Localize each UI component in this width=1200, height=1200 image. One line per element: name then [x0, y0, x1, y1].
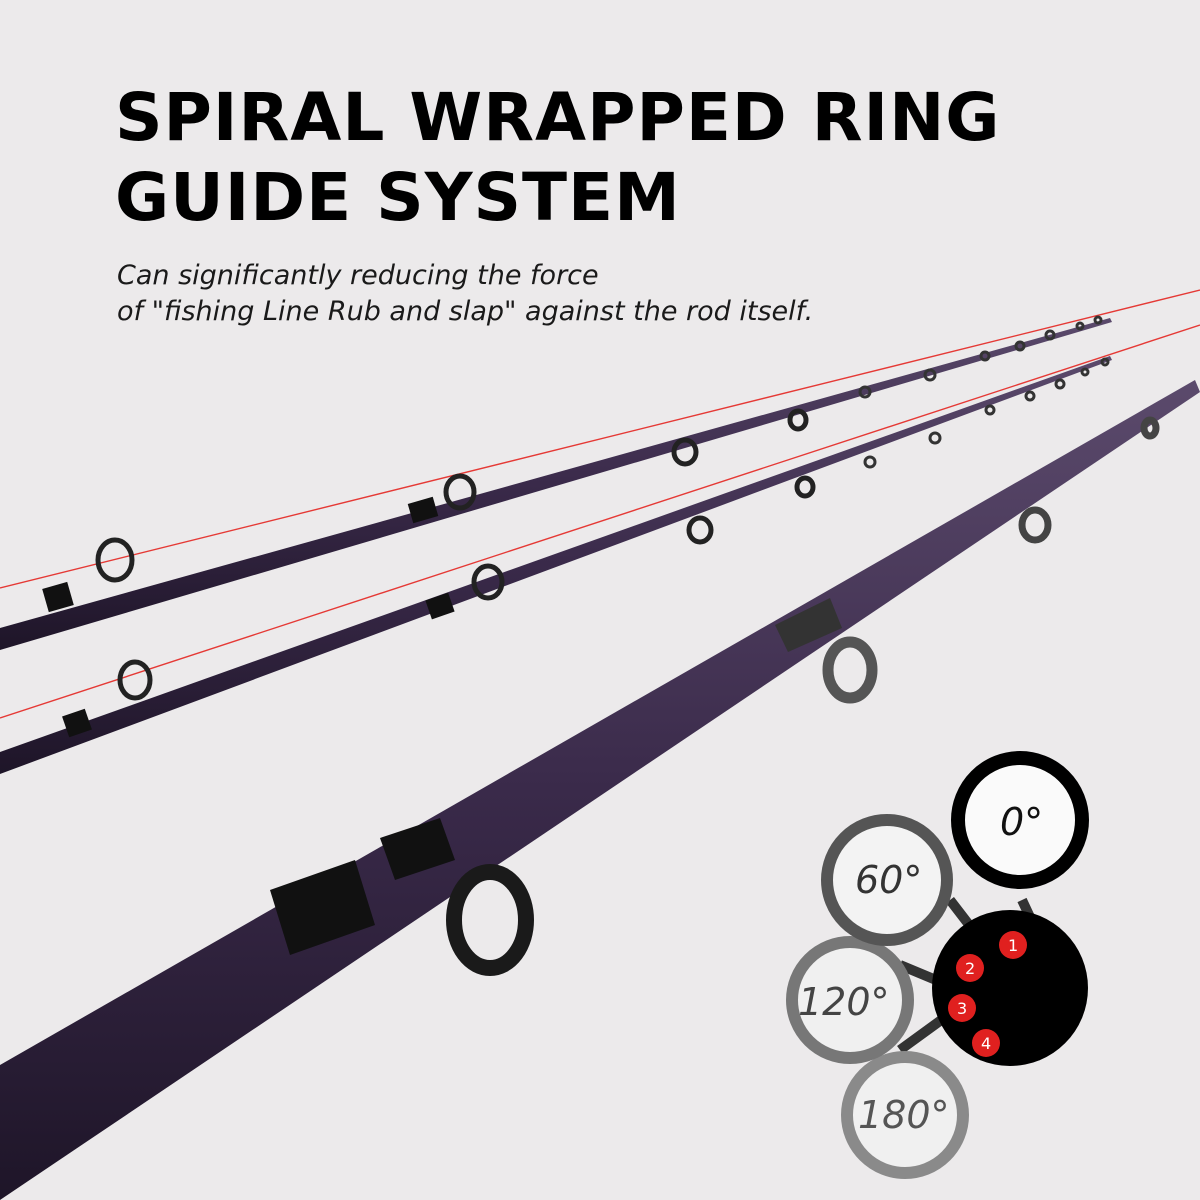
ring-0 [951, 751, 1089, 889]
guide-ring-large [446, 864, 534, 976]
title-line-2: GUIDE SYSTEM [115, 159, 681, 236]
position-marker-3: 3 [957, 999, 967, 1018]
position-marker-1: 1 [1008, 936, 1018, 955]
fishing-line-middle [0, 324, 1200, 719]
description-line-1: Can significantly reducing the force [117, 260, 599, 291]
position-marker-4: 4 [981, 1034, 991, 1053]
angle-label-60: 60° [855, 858, 922, 902]
title-line-1: SPIRAL WRAPPED RING [115, 79, 1001, 156]
ring-60 [821, 814, 953, 946]
rod-top [0, 315, 1112, 650]
fishing-line-top [0, 289, 1200, 589]
page-title: SPIRAL WRAPPED RING GUIDE SYSTEM [115, 78, 1115, 238]
rod-middle [0, 356, 1112, 774]
angle-label-120: 120° [798, 980, 890, 1024]
ring-120 [786, 936, 914, 1064]
ring-180 [841, 1051, 969, 1179]
rod-front [0, 380, 1200, 1200]
angle-label-0: 0° [1000, 800, 1043, 844]
description-line-2: of "fishing Line Rub and slap" against t… [117, 296, 814, 327]
feature-description: Can significantly reducing the force of … [117, 258, 1017, 330]
position-marker-2: 2 [965, 959, 975, 978]
spiral-guide-diagram: 0° 60° 120° 180° 1 2 3 4 [786, 751, 1089, 1179]
angle-label-180: 180° [858, 1093, 950, 1137]
rod-cross-section [932, 910, 1088, 1066]
fishing-lines [0, 289, 1200, 719]
